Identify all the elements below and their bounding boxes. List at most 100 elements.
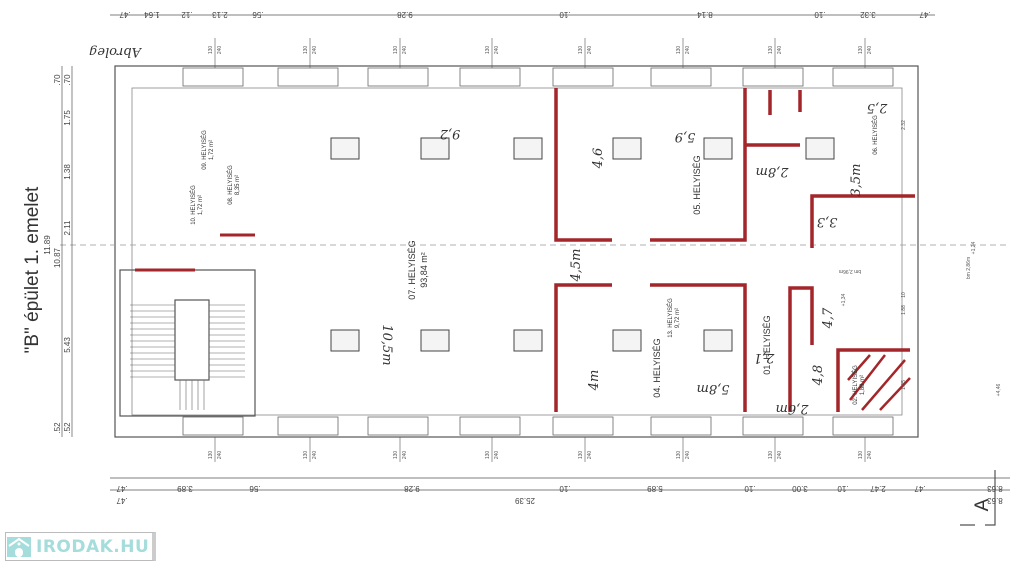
window-top [832, 67, 894, 87]
annotation: bm 2,86m [966, 257, 972, 279]
room-area: 1,72 m² [209, 140, 215, 160]
dimension-bottom: 3.89 [177, 484, 193, 493]
handwritten-measurement: 9,2 [440, 126, 461, 141]
room-area: 9,72 m² [675, 308, 681, 328]
window-bottom [552, 416, 614, 436]
dimension-top: .47 [919, 10, 931, 19]
room-name: 08. HELYISÉG [227, 165, 234, 205]
room-name: 01. HELYISÉG [762, 315, 772, 374]
annotation: +4,46 [996, 383, 1002, 396]
dimension-left: .70 [63, 74, 72, 86]
dimension-left: 2.11 [63, 220, 72, 236]
window-top [367, 67, 429, 87]
window-label: 130 [858, 46, 864, 55]
handwritten-measurement: 4,5m [569, 248, 584, 282]
red-hatch [847, 354, 911, 411]
window-label: 130 [208, 46, 214, 55]
dimension-bottom-total: 25.39 [514, 496, 535, 505]
handwritten-measurement: 5,9 [675, 129, 696, 144]
dimension-top: 2.13 [212, 10, 228, 19]
dimension-bottom: 3.00 [792, 484, 808, 493]
handwritten-measurement: 4m [587, 370, 602, 392]
dimension-bottom-total: .47 [116, 496, 128, 505]
window-label: 130 [208, 451, 214, 460]
dimension-left: 11.89 [43, 235, 52, 255]
window-label: 130 [393, 46, 399, 55]
red-wall [810, 194, 915, 248]
dimension-bottom: 2.47 [870, 484, 886, 493]
windows [182, 38, 894, 462]
stair-steps [130, 304, 245, 410]
dimension-bottom: 9.28 [404, 484, 420, 493]
dimension-lines [61, 14, 1010, 526]
window-bottom [182, 416, 244, 436]
room-name: 06. HELYISÉG [872, 115, 879, 155]
house-icon [7, 536, 31, 557]
handwritten-measurement: 5,8m [696, 381, 729, 396]
window-label: 240 [217, 46, 223, 55]
window-label: 240 [685, 46, 691, 55]
handwritten-measurement: 10,5m [379, 324, 394, 365]
dimension-bottom: .47 [116, 484, 128, 493]
window-bottom [742, 416, 804, 436]
window-label: 240 [867, 451, 873, 460]
watermark-logo: IRODAK.HU [5, 532, 156, 561]
window-bottom [650, 416, 712, 436]
column [420, 137, 450, 160]
window-label: 130 [768, 46, 774, 55]
annotation: bm 2,96m [839, 268, 861, 274]
window-label: 240 [685, 451, 691, 460]
window-top [459, 67, 521, 87]
window-bottom [277, 416, 339, 436]
dimension-top: .56 [252, 10, 264, 19]
column [703, 137, 733, 160]
room-area: 8,35 m² [235, 175, 241, 195]
handwritten-measurement: 3,5m [849, 163, 864, 196]
window-label: 130 [485, 451, 491, 460]
handwritten-measurement: 4,8 [811, 365, 826, 387]
dimension-bottom-total: 8.63 [987, 496, 1003, 505]
window-label: 240 [587, 451, 593, 460]
handwritten-measurement: 4,7 [821, 307, 836, 329]
room-area: 1,88 m² [860, 375, 866, 395]
window-label: 240 [402, 451, 408, 460]
column [805, 137, 835, 160]
window-top [552, 67, 614, 87]
window-bottom [832, 416, 894, 436]
inner-wall-outline [131, 87, 903, 416]
window-label: 130 [485, 46, 491, 55]
window-label: 130 [768, 451, 774, 460]
dimension-top: .10 [814, 10, 826, 19]
section-marker: A [972, 498, 993, 511]
dimension-top: 8.14 [697, 10, 713, 19]
dimension-top: .10 [559, 10, 571, 19]
room-area: 1,72 m² [198, 195, 204, 215]
column [612, 329, 642, 352]
column [330, 137, 360, 160]
dimension-left: 5.43 [63, 337, 72, 353]
red-wall [836, 348, 910, 412]
window-top [650, 67, 712, 87]
annotation: 10 [901, 292, 907, 298]
room-name: 04. HELYISÉG [652, 338, 662, 397]
window-top [277, 67, 339, 87]
column [330, 329, 360, 352]
annotation: +1,34 [841, 293, 847, 306]
dimension-left: .70 [53, 74, 62, 86]
dimension-left: 1.38 [63, 164, 72, 180]
room-name: 13. HELYISÉG [667, 298, 674, 338]
dimension-bottom: .10 [559, 484, 571, 493]
dimension-left: .52 [63, 422, 72, 434]
window-top [742, 67, 804, 87]
window-label: 240 [494, 46, 500, 55]
handwritten-measurement: 2,5 [867, 100, 889, 115]
room-area: 93,84 m² [419, 252, 429, 288]
window-label: 130 [393, 451, 399, 460]
room-name: 05. HELYISÉG [692, 155, 702, 214]
stairwell [119, 269, 256, 417]
dimension-bottom: .10 [744, 484, 756, 493]
annotation: 1.88 [901, 305, 907, 315]
room-name: 07. HELYISÉG [407, 240, 417, 299]
handwritten-note: Abroleg [89, 44, 142, 59]
annotation: +1,24 [971, 241, 977, 254]
